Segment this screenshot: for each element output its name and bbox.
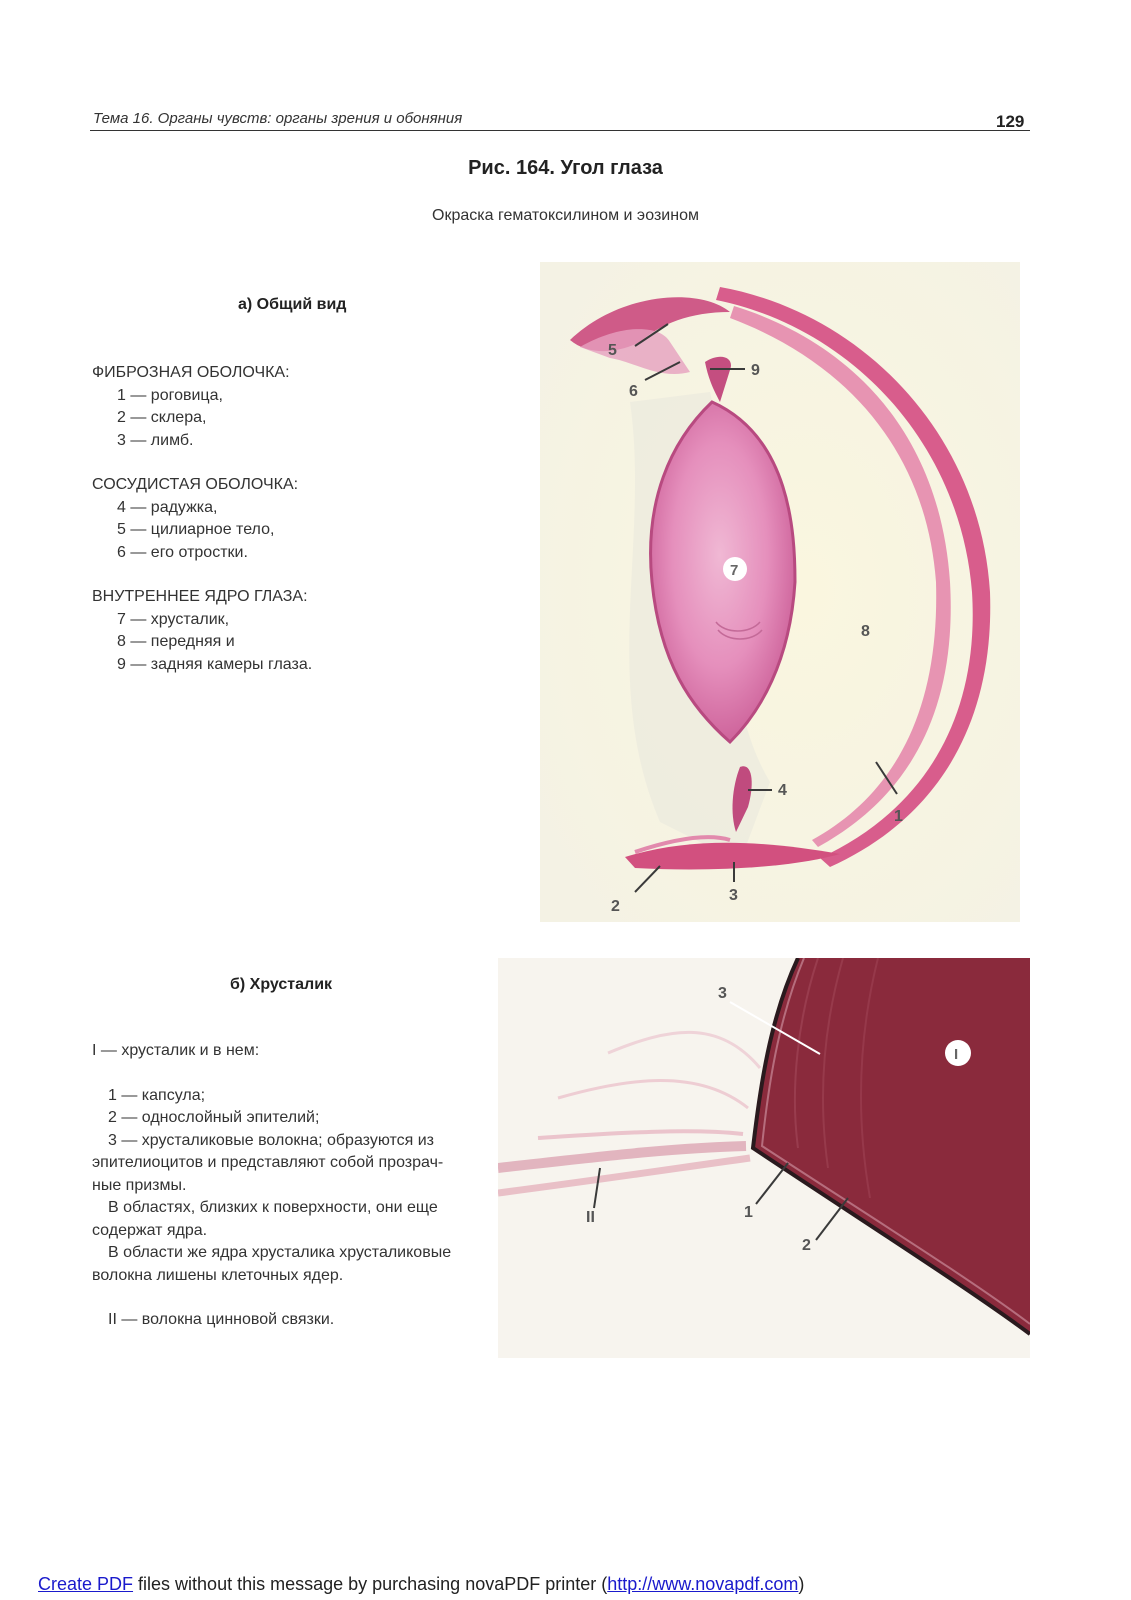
lens-item-3-line: 3 — хрусталиковые волокна; образуются из — [108, 1131, 434, 1149]
lens-capsule — [750, 958, 1030, 1336]
stain-note: Окраска гематоксилином и эозином — [432, 207, 699, 224]
lens-paragraph-line: волокна лишены клеточных ядер. — [92, 1266, 344, 1284]
label-5: 5 — [608, 342, 617, 359]
spacer — [92, 1287, 484, 1309]
footer-notice: Create PDF files without this message by… — [38, 1574, 804, 1595]
lens-item-3-line: ные призмы. — [92, 1176, 187, 1194]
label-3: 3 — [729, 887, 738, 904]
lens-epithelium — [760, 958, 1030, 1325]
lens-legend: I — хрусталик и в нем: 1 — капсула; 2 — … — [92, 1040, 484, 1332]
label-3: 3 — [718, 985, 727, 1002]
cornea-band — [716, 287, 991, 867]
lens-fiber-line — [859, 958, 879, 1199]
lens-paragraph-line: содержат ядра. — [92, 1221, 208, 1239]
lens-intro: I — хрусталик и в нем: — [92, 1042, 260, 1059]
lens-micrograph: 3 I 1 2 II — [498, 958, 1030, 1358]
legend-heading: СОСУДИСТАЯ ОБОЛОЧКА: — [92, 476, 299, 493]
legend-item: 7 — хрусталик, — [117, 610, 230, 628]
footer-text: files without this message by purchasing… — [133, 1574, 608, 1594]
leader-line-1 — [755, 1162, 789, 1205]
limbus-band — [634, 835, 731, 854]
lens-item: 2 — однослойный эпителий; — [108, 1109, 320, 1126]
legend-heading: ФИБРОЗНАЯ ОБОЛОЧКА: — [92, 364, 290, 381]
legend-group-inner-core: ВНУТРЕННЕЕ ЯДРО ГЛАЗА: 7 — хрусталик, 8 … — [92, 586, 312, 676]
label-I: I — [954, 1046, 958, 1063]
iris-bottom — [732, 766, 752, 832]
legend-group-vascular: СОСУДИСТАЯ ОБОЛОЧКА: 4 — радужка, 5 — ци… — [92, 474, 298, 564]
novapdf-link[interactable]: http://www.novapdf.com — [607, 1574, 799, 1594]
section-b-title: б) Хрусталик — [230, 976, 333, 993]
spacer — [92, 1063, 484, 1085]
label-bubble-7 — [723, 557, 747, 581]
zonule-fiber — [557, 1079, 749, 1110]
legend-item: 9 — задняя камеры глаза. — [117, 655, 313, 673]
lens-item: 1 — капсула; — [108, 1086, 206, 1104]
label-II: II — [586, 1209, 595, 1226]
lens-paragraph-line: В области же ядра хрусталика хрусталиков… — [108, 1244, 452, 1261]
ciliary-processes — [580, 329, 690, 375]
zonule-fiber — [537, 1129, 744, 1140]
leader-line-5 — [634, 323, 669, 347]
legend-item: 1 — роговица, — [117, 386, 223, 404]
zonule-fiber — [498, 1141, 747, 1173]
page-number: 129 — [996, 112, 1025, 131]
label-1: 1 — [744, 1204, 753, 1221]
lens-fiber-line — [822, 958, 844, 1169]
legend-group-fibrous: ФИБРОЗНАЯ ОБОЛОЧКА: 1 — роговица, 2 — ск… — [92, 362, 290, 452]
legend-item: 2 — склера, — [117, 409, 207, 426]
sclera-bottom — [625, 842, 840, 870]
lens-paragraph-line: В областях, близких к поверхности, они е… — [108, 1199, 438, 1216]
create-pdf-link[interactable]: Create PDF — [38, 1574, 134, 1594]
eye-angle-micrograph: 5 6 9 7 8 4 1 2 3 — [540, 262, 1020, 922]
lens-item-zonule: II — волокна цинновой связки. — [108, 1311, 335, 1328]
legend-item: 8 — передняя и — [117, 633, 235, 650]
leader-line-1 — [875, 761, 898, 795]
label-2: 2 — [611, 898, 620, 915]
leader-line-3 — [729, 1001, 821, 1055]
label-bubble-I — [945, 1040, 971, 1066]
leader-line-II — [593, 1167, 601, 1209]
legend-item: 6 — его отростки. — [117, 543, 248, 561]
figure-title: Рис. 164. Угол глаза — [468, 157, 663, 179]
label-1: 1 — [894, 808, 903, 825]
lens-item-3-line: эпителиоцитов и представляют собой прозр… — [92, 1154, 444, 1171]
label-9: 9 — [751, 362, 760, 379]
zonule-fiber — [607, 1030, 762, 1069]
running-title: Тема 16. Органы чувств: органы зрения и … — [93, 110, 463, 127]
legend-item: 3 — лимб. — [117, 431, 194, 449]
leader-line-2 — [634, 865, 661, 893]
section-a-title: а) Общий вид — [238, 296, 347, 313]
lens-nucleus-line — [715, 621, 761, 632]
lens-nucleus-line — [717, 629, 763, 640]
header-rule — [90, 130, 1030, 131]
zonule-fiber — [498, 1154, 751, 1197]
lens-fiber-line — [793, 958, 819, 1149]
legend-item: 4 — радужка, — [117, 498, 218, 516]
label-2: 2 — [802, 1237, 811, 1254]
label-4: 4 — [778, 782, 787, 799]
legend-heading: ВНУТРЕННЕЕ ЯДРО ГЛАЗА: — [92, 588, 308, 605]
lens — [649, 400, 797, 745]
leader-line-6 — [644, 361, 681, 381]
label-6: 6 — [629, 383, 638, 400]
leader-line-2 — [815, 1197, 849, 1241]
inner-cornea-band — [730, 306, 951, 847]
legend-item: 5 — цилиарное тело, — [117, 521, 275, 538]
label-7: 7 — [730, 562, 738, 579]
footer-text: ) — [798, 1574, 805, 1594]
label-8: 8 — [861, 623, 870, 640]
